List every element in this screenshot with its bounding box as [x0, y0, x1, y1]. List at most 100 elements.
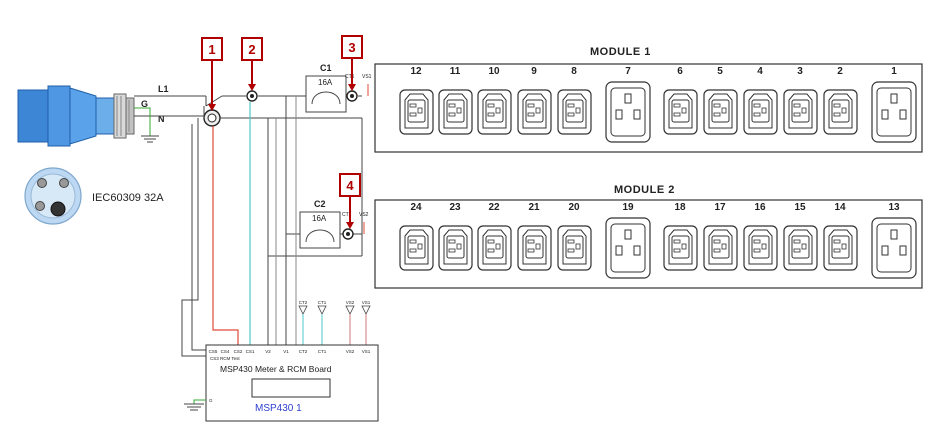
outlet-24: 24 [399, 202, 434, 271]
module2-outlets: 24 23 22 21 20 19 18 17 16 15 14 13 [399, 202, 917, 279]
outlet-label: 8 [571, 66, 577, 77]
marker-4: 4 [339, 173, 361, 229]
plug-n-label: N [158, 114, 165, 124]
outlet-label: 18 [674, 202, 686, 213]
board-pin-ct1: CT1 [318, 349, 327, 354]
vs1-label: VS1 [362, 74, 372, 80]
outlet-10: 10 [477, 66, 512, 135]
outlet-17: 17 [703, 202, 738, 271]
msp430-board [205, 344, 379, 422]
board-display-text: MSP430 1 [255, 403, 302, 414]
board-display-frame [251, 378, 331, 398]
outlet-2: 2 [823, 66, 858, 135]
outlet-label: 1 [891, 66, 897, 77]
board-pin-cs5: CS5 [209, 349, 218, 354]
iec-plug [17, 85, 135, 147]
sense-terminal-vs1: VS1 [361, 300, 371, 345]
outlet-label: 3 [797, 66, 803, 77]
outlet-4: 4 [743, 66, 778, 135]
rcm-red-wire [212, 126, 239, 345]
outlet-label: 14 [834, 202, 846, 213]
sense-terminal-vs2: VS2 [345, 300, 355, 345]
outlet-label: 4 [757, 66, 763, 77]
board-pin-cs1: CS1 [246, 349, 255, 354]
module2-title: MODULE 2 [614, 184, 675, 196]
outlet-6: 6 [663, 66, 698, 135]
sense-terminal-label: CT1 [318, 300, 327, 305]
outlet-label: 20 [568, 202, 580, 213]
plug-g-label: G [141, 99, 148, 109]
board-title: MSP430 Meter & RCM Board [220, 364, 332, 374]
outlet-8: 8 [557, 66, 592, 135]
sense-terminal-ct2: CT2 [298, 300, 308, 345]
board-pin-v1: V1 [283, 349, 289, 354]
mains-wires [134, 95, 207, 136]
outlet-5: 5 [703, 66, 738, 135]
plug-caption: IEC60309 32A [92, 192, 164, 204]
outlet-label: 15 [794, 202, 806, 213]
board-ground-symbol [184, 403, 204, 411]
outlet-23: 23 [438, 202, 473, 271]
outlet-11: 11 [438, 66, 473, 135]
outlet-21: 21 [517, 202, 552, 271]
breaker-c1-rating: 16A [318, 78, 333, 87]
board-pin-cs2: CS2 [234, 349, 243, 354]
outlet-label: 24 [410, 202, 422, 213]
outlet-13: 13 [871, 202, 917, 279]
breaker-c2-name: C2 [314, 199, 326, 209]
sense-terminal-label: VS1 [362, 300, 371, 305]
board-pin-v2: V2 [265, 349, 271, 354]
outlet-label: 10 [488, 66, 500, 77]
outlet-label: 21 [528, 202, 540, 213]
breaker-c2-rating: 16A [312, 214, 327, 223]
sense-terminal-label: VS2 [346, 300, 355, 305]
outlet-1: 1 [871, 66, 917, 143]
outlet-label: 22 [488, 202, 500, 213]
board-ground-wire [193, 399, 206, 404]
outlet-16: 16 [743, 202, 778, 271]
ct-sensor-2-icon [246, 90, 258, 102]
board-pin-vs2: VS2 [346, 349, 355, 354]
sense-terminal-ct1: CT1 [317, 300, 327, 345]
outlet-7: 7 [605, 66, 651, 143]
breaker-c1-name: C1 [320, 63, 332, 73]
outlet-label: 17 [714, 202, 726, 213]
marker-3-label: 3 [348, 40, 355, 55]
outlet-3: 3 [783, 66, 818, 135]
outlet-12: 12 [399, 66, 434, 135]
outlet-19: 19 [605, 202, 651, 279]
board-pin-cs4: CS4 [221, 349, 230, 354]
marker-4-label: 4 [346, 178, 354, 193]
outlet-18: 18 [663, 202, 698, 271]
breaker-c1-icon [305, 75, 347, 113]
outlet-20: 20 [557, 202, 592, 271]
outlet-label: 16 [754, 202, 766, 213]
module1-title: MODULE 1 [590, 46, 651, 58]
sense-terminal-label: CT2 [299, 300, 308, 305]
outlet-label: 19 [622, 202, 634, 213]
plug-l1-label: L1 [158, 84, 169, 94]
board-pin-ct2: CT2 [299, 349, 308, 354]
marker-2: 2 [241, 37, 263, 91]
board-rcm-pin: CS3 RCM Test [210, 356, 240, 361]
outlet-label: 13 [888, 202, 900, 213]
sense-terminals: CT2 CT1 VS2 VS1 [298, 300, 371, 345]
vs2-label: VS2 [359, 212, 369, 218]
outlet-label: 7 [625, 66, 631, 77]
outlet-label: 2 [837, 66, 843, 77]
plug-ground-symbol [141, 135, 159, 143]
outlet-9: 9 [517, 66, 552, 135]
marker-1-label: 1 [208, 42, 215, 57]
ct1-label: CT1 [345, 74, 355, 80]
plug-face-icon [24, 167, 82, 225]
breaker-c2-icon [299, 211, 341, 249]
outlet-label: 23 [449, 202, 461, 213]
marker-3: 3 [341, 35, 363, 91]
marker-1: 1 [201, 37, 223, 111]
ct2-label: CT2 [342, 212, 352, 218]
ct-sensor-4-icon [342, 228, 354, 240]
